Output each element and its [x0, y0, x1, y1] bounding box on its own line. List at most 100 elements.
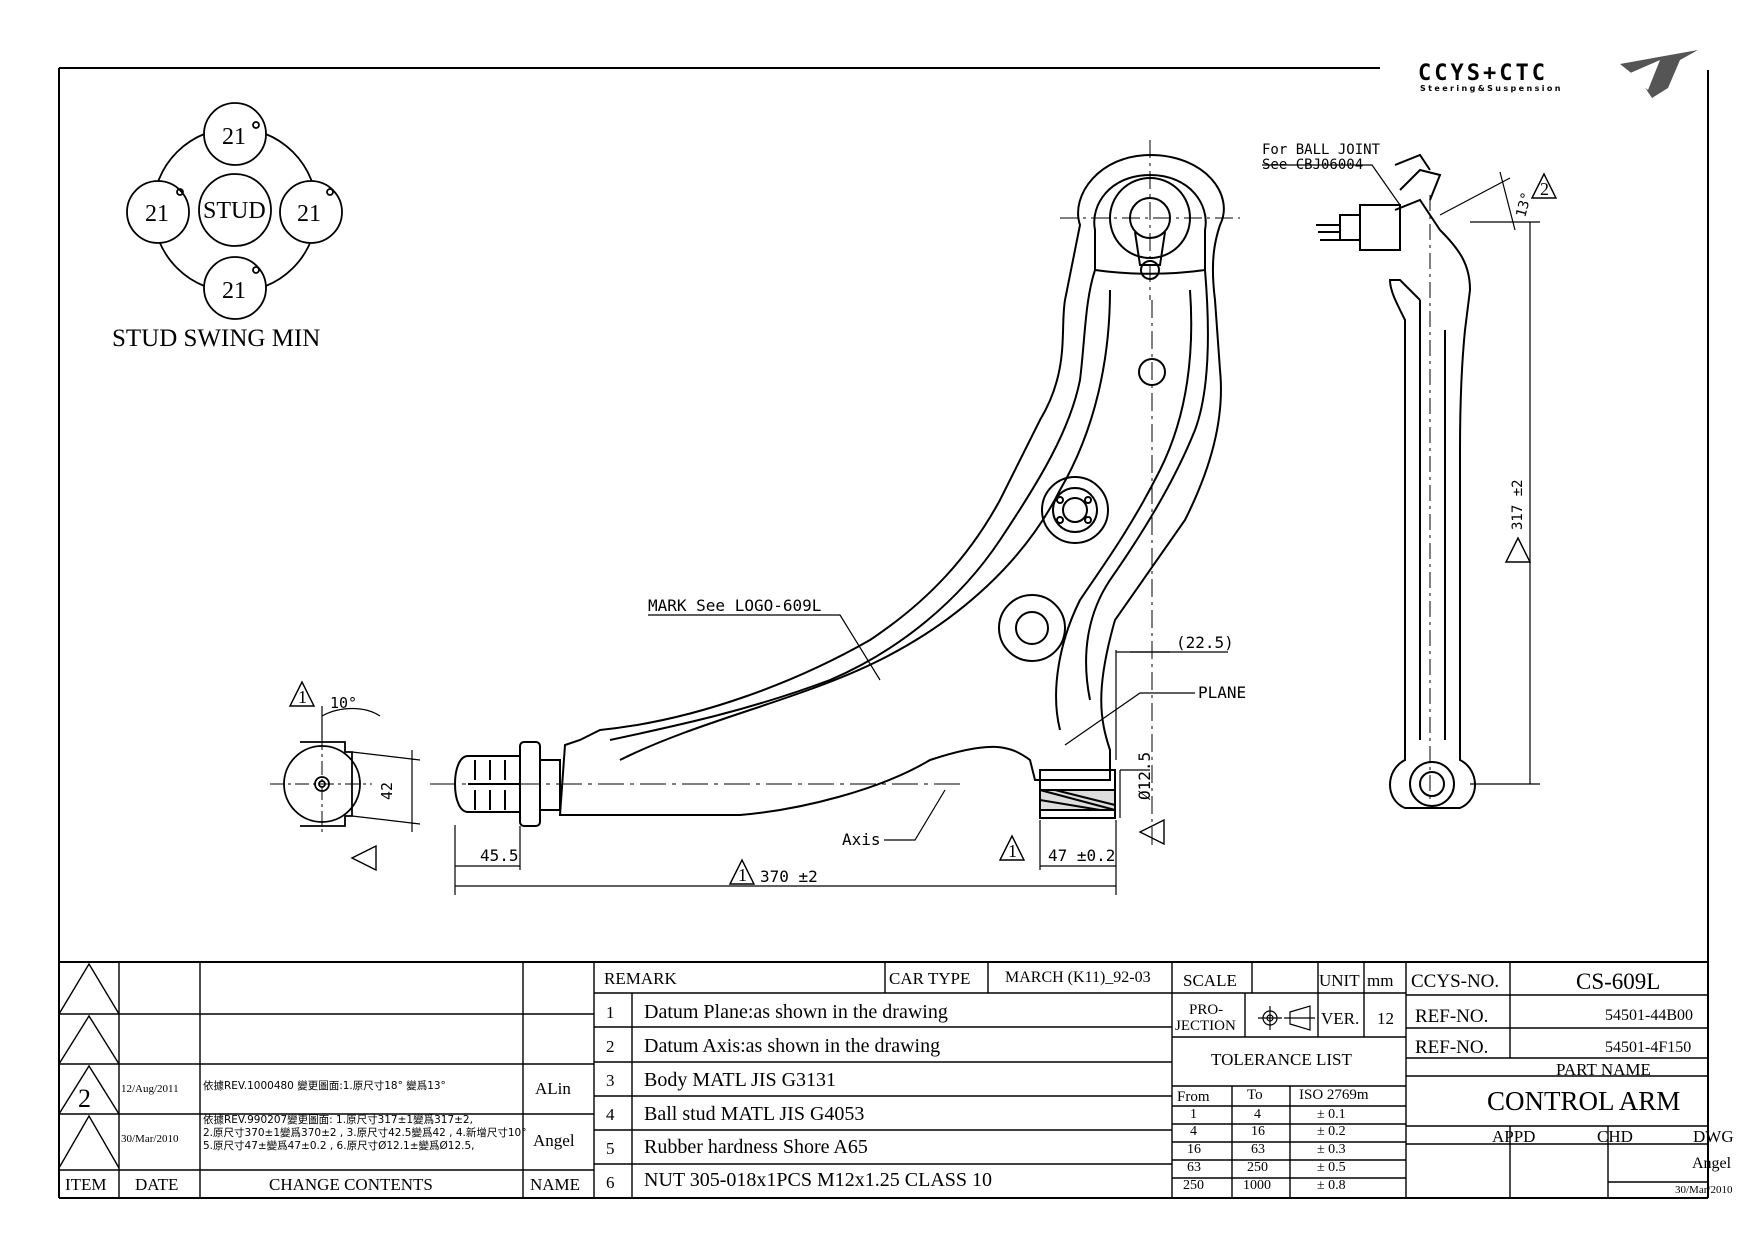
rev-name-2: ALin [535, 1079, 571, 1098]
remark-no-2: 2 [606, 1037, 615, 1056]
rev-item-2: 2 [78, 1084, 91, 1113]
swing-angle-bottom: 21 [222, 278, 246, 304]
ball-joint-note-line1: For BALL JOINT [1262, 142, 1381, 158]
dim-12-5: Ø12.5 [1135, 752, 1154, 800]
company-logo: CCYS+CTC Steering&Suspension [1418, 50, 1698, 98]
rev-change-1-line1: 依據REV.990207變更圖面: 1.原尺寸317±1變爲317±2, [203, 1114, 473, 1126]
dimension-labels: MARK See LOGO-609L (22.5) PLANE Axis 47 … [480, 596, 1246, 886]
rev-change-1-line3: 5.原尺寸47±變爲47±0.2 , 6.原尺寸Ø12.1±變爲Ø12.5, [203, 1140, 475, 1152]
tol-row-2-to: 16 [1251, 1124, 1265, 1139]
tol-row-1-to: 4 [1254, 1107, 1261, 1122]
scale-label: SCALE [1183, 971, 1237, 990]
dwg-name: Angel [1692, 1155, 1732, 1172]
remark-text-4: Ball stud MATL JIS G4053 [644, 1103, 865, 1125]
stud-swing-diagram [126, 102, 343, 320]
datum-1-c: 1 [298, 687, 307, 707]
datum-labels: 1 1 1 2 [298, 179, 1549, 885]
remark-text-2: Datum Axis:as shown in the drawing [644, 1035, 941, 1057]
tol-row-4-to: 250 [1247, 1160, 1268, 1175]
ball-joint-note-line2: See CBJ06004 [1262, 157, 1363, 173]
remark-no-5: 5 [606, 1139, 615, 1158]
datum-markers [288, 172, 1558, 885]
remark-no-6: 6 [606, 1173, 615, 1192]
tol-row-1-tol: ± 0.1 [1317, 1107, 1346, 1122]
tol-row-1-from: 1 [1190, 1107, 1197, 1122]
car-type-label: CAR TYPE [889, 969, 971, 988]
swing-angle-right: 21 [297, 201, 321, 227]
tol-row-4-from: 63 [1187, 1160, 1201, 1175]
swing-angle-top: 21 [222, 124, 246, 150]
dim-13-deg: 13° [1513, 190, 1535, 219]
ver-value: 12 [1377, 1009, 1394, 1028]
ccys-no-label: CCYS-NO. [1411, 971, 1500, 992]
ref-no-label-2: REF-NO. [1415, 1037, 1489, 1058]
part-name-label: PART NAME [1556, 1060, 1651, 1079]
datum-1-a: 1 [1008, 841, 1017, 861]
remark-text-5: Rubber hardness Shore A65 [644, 1136, 868, 1158]
tolerance-title: TOLERANCE LIST [1211, 1050, 1352, 1069]
tol-row-5-from: 250 [1183, 1178, 1204, 1193]
part-name-value: CONTROL ARM [1487, 1086, 1681, 1116]
remark-text-6: NUT 305-018x1PCS M12x1.25 CLASS 10 [644, 1169, 993, 1191]
remark-text-3: Body MATL JIS G3131 [644, 1069, 837, 1091]
tol-row-5-tol: ± 0.8 [1317, 1178, 1346, 1193]
dim-10-deg: 10° [330, 694, 357, 712]
plane-note: PLANE [1198, 683, 1246, 702]
projection-label-2: JECTION [1175, 1018, 1236, 1034]
car-type-value: MARCH (K11)_92-03 [1005, 969, 1151, 986]
logo-tagline: Steering&Suspension [1420, 84, 1563, 93]
title-block: 2 12/Aug/2011 依據REV.1000480 變更圖面:1.原尺寸18… [59, 962, 1734, 1198]
ref-no-value-2: 54501-4F150 [1605, 1039, 1692, 1056]
tol-row-4-tol: ± 0.5 [1317, 1160, 1346, 1175]
stud-swing-labels: 21 21 21 21 STUD STUD SWING MIN [112, 124, 321, 352]
dwg-label: DWG [1693, 1127, 1734, 1146]
appd-label: APPD [1492, 1127, 1536, 1146]
logo-swoosh-icon [1620, 50, 1698, 98]
dim-370: 370 ±2 [760, 867, 818, 886]
stud-center-label: STUD [203, 198, 266, 224]
end-view-labels: 10° 42 [330, 694, 396, 800]
tol-header-to: To [1247, 1087, 1263, 1103]
side-view-labels: For BALL JOINT See CBJ06004 13° 317 ±2 [1262, 142, 1535, 530]
mark-note: MARK See LOGO-609L [648, 596, 821, 615]
tol-row-3-tol: ± 0.3 [1317, 1142, 1346, 1157]
dim-317: 317 ±2 [1510, 479, 1526, 530]
axis-note: Axis [842, 830, 881, 849]
control-arm-plan-view [430, 140, 1240, 850]
chd-label: CHD [1597, 1127, 1633, 1146]
remark-header: REMARK [604, 969, 677, 988]
rev-header-date: DATE [135, 1175, 179, 1194]
remark-no-4: 4 [606, 1105, 615, 1124]
tol-row-5-to: 1000 [1243, 1178, 1271, 1193]
dim-47: 47 ±0.2 [1048, 846, 1115, 865]
datum-1-b: 1 [738, 865, 747, 885]
rev-date-2: 12/Aug/2011 [121, 1083, 179, 1095]
dwg-date: 30/Mar/2010 [1675, 1184, 1733, 1196]
projection-label-1: PRO- [1189, 1002, 1224, 1018]
dim-45-5: 45.5 [480, 846, 519, 865]
remark-text-1: Datum Plane:as shown in the drawing [644, 1001, 948, 1023]
unit-value: mm [1367, 971, 1394, 990]
remark-no-3: 3 [606, 1071, 615, 1090]
tol-row-3-to: 63 [1251, 1142, 1265, 1157]
rev-date-1: 30/Mar/2010 [121, 1133, 179, 1145]
datum-2: 2 [1540, 179, 1549, 199]
stud-swing-title: STUD SWING MIN [112, 325, 320, 352]
rev-header-item: ITEM [65, 1175, 107, 1194]
projection-symbol-icon [1258, 1005, 1315, 1031]
end-view [270, 706, 421, 832]
tol-row-2-tol: ± 0.2 [1317, 1124, 1346, 1139]
rev-name-1: Angel [533, 1131, 575, 1150]
sheet-border [58, 67, 1709, 1199]
control-arm-side-view [1262, 153, 1540, 809]
tol-header-from: From [1177, 1089, 1210, 1105]
title-block-grid [58, 962, 1708, 1198]
dim-22-5: (22.5) [1176, 633, 1234, 652]
rev-change-1-line2: 2.原尺寸370±1變爲370±2 , 3.原尺寸42.5變爲42 , 4.新增… [203, 1127, 527, 1139]
ref-no-value-1: 54501-44B00 [1605, 1007, 1693, 1024]
tol-header-iso: ISO 2769m [1299, 1087, 1369, 1103]
rev-change-2: 依據REV.1000480 變更圖面:1.原尺寸18° 變爲13° [203, 1080, 446, 1092]
rev-header-change: CHANGE CONTENTS [269, 1175, 433, 1194]
rev-header-name: NAME [530, 1175, 581, 1194]
